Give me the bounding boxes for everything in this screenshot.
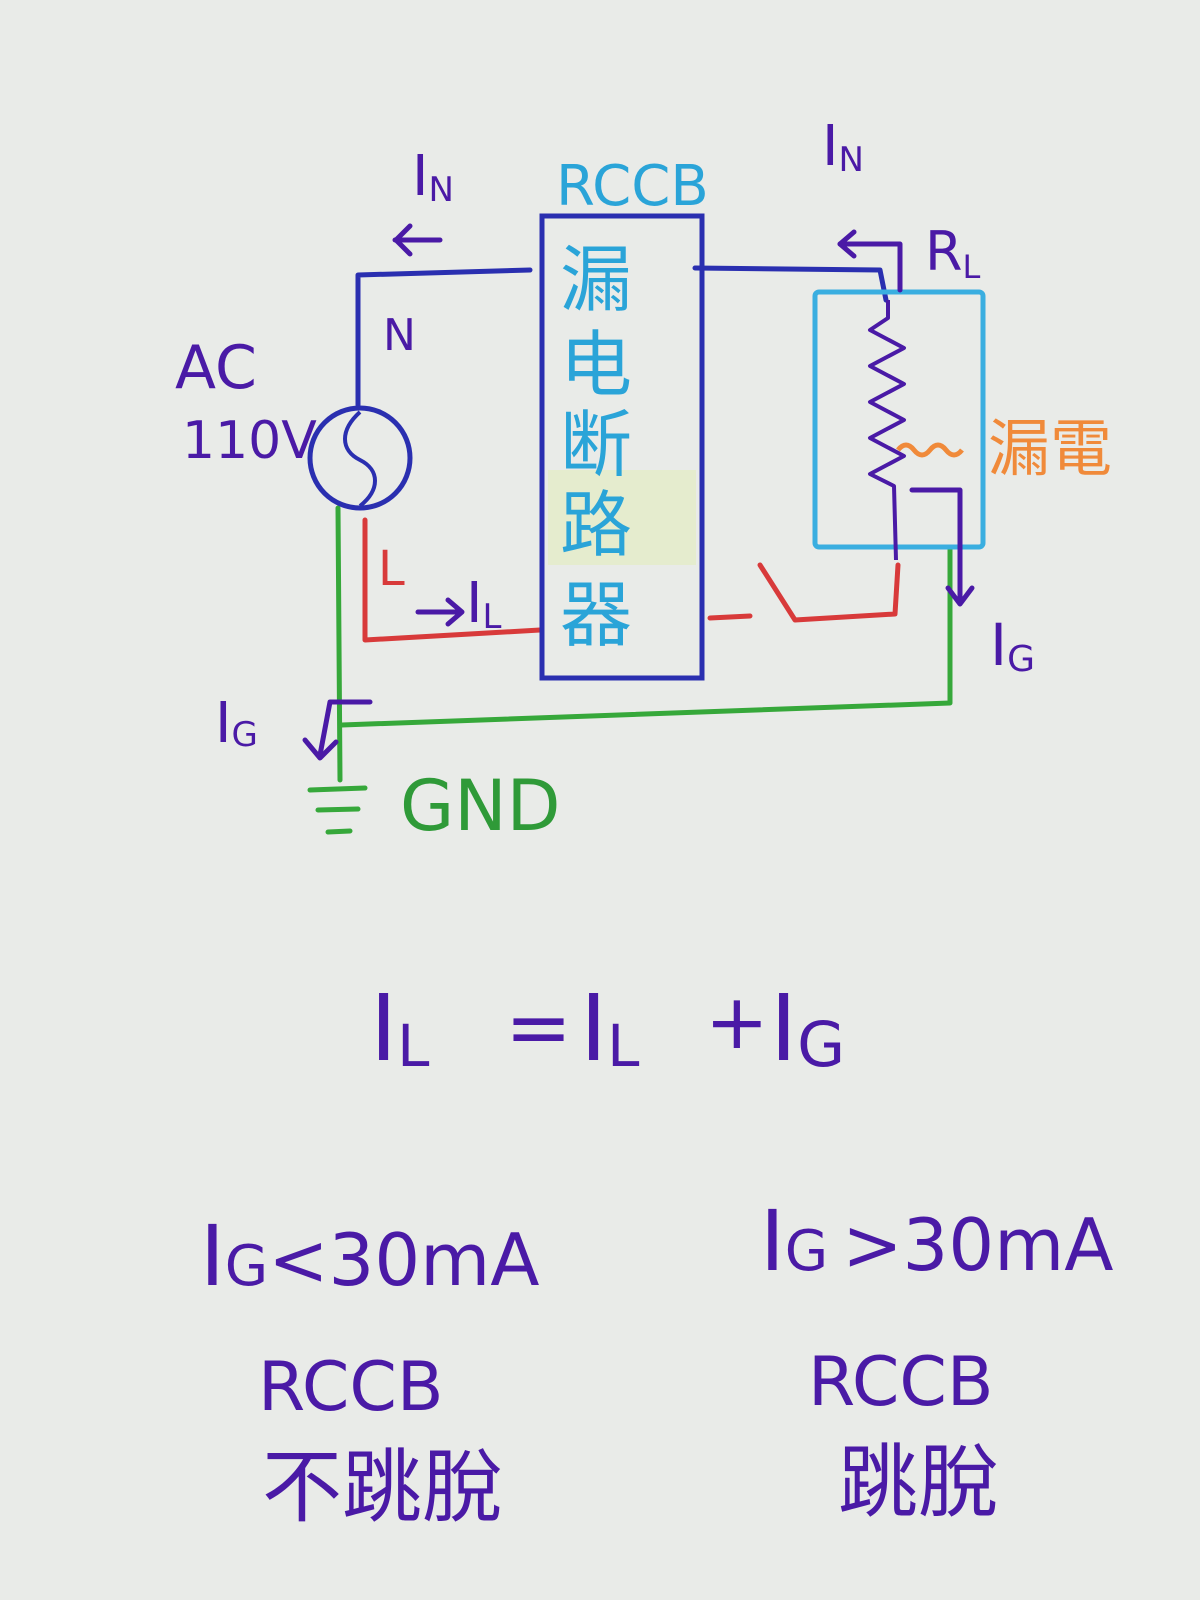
line-wire-load-side <box>707 613 753 621</box>
equation-rhs1-sub: L <box>607 1012 639 1080</box>
ground-symbol-line-1 <box>307 785 368 793</box>
equation-lhs-sub: L <box>397 1012 429 1080</box>
equation-rhs1: IL <box>580 975 639 1082</box>
condition-2-sub: G <box>785 1219 828 1284</box>
condition-1-sub: G <box>225 1234 268 1299</box>
equation-rhs1-main: I <box>580 975 607 1082</box>
neutral-wire-source-side <box>355 267 533 408</box>
equation-lhs-main: I <box>370 975 397 1082</box>
neutral-label: N <box>383 310 416 361</box>
il-arrow-head <box>445 597 465 627</box>
ac-source-symbol <box>307 405 413 511</box>
tape-patch <box>548 470 696 565</box>
condition-2-device: RCCB <box>808 1343 993 1422</box>
voltage-label: 110V <box>182 411 317 471</box>
rccb-char-4: 路 <box>560 483 632 567</box>
equation-rhs2-sub: G <box>797 1008 845 1081</box>
condition-1-compare: <30mA <box>268 1218 539 1302</box>
ig-arrow-ground <box>317 699 373 758</box>
rccb-char-1: 漏 <box>560 238 632 322</box>
current-il-main: I <box>466 571 483 636</box>
current-il: IL <box>466 571 502 637</box>
equation-plus: + <box>705 977 769 1066</box>
condition-2-inequality: IG>30mA <box>760 1192 1114 1290</box>
leak-label: 漏電 <box>988 412 1112 485</box>
current-in-left: IN <box>412 144 454 210</box>
condition-1-device: RCCB <box>258 1348 443 1427</box>
line-wire-source-side <box>362 517 543 643</box>
current-in-right-main: I <box>822 114 839 179</box>
current-il-sub: L <box>483 597 502 637</box>
current-ig-right: IG <box>990 611 1035 680</box>
gnd-label: GND <box>400 765 561 847</box>
load-switch <box>757 562 901 623</box>
equation-rhs2-main: I <box>770 975 797 1082</box>
rccb-chinese-label: 漏 电 断 路 器 <box>560 238 632 657</box>
load-label-sub: L <box>963 248 981 286</box>
condition-1-result: 不跳脫 <box>262 1441 502 1534</box>
equation-lhs: IL <box>370 975 429 1082</box>
rccb-box <box>539 213 705 681</box>
equation-equals: = <box>505 981 572 1074</box>
ig-arrow-ground-head <box>302 737 339 761</box>
current-equation: IL = IL + IG <box>370 975 845 1082</box>
rccb-char-5: 器 <box>560 573 632 657</box>
rccb-char-2: 电 <box>560 323 632 407</box>
current-ig-left-sub: G <box>232 715 258 755</box>
load-label-main: R <box>925 220 963 283</box>
condition-1-inequality: IG<30mA <box>200 1207 540 1305</box>
current-ig-right-sub: G <box>1007 639 1035 680</box>
rccb-title: RCCB <box>556 154 709 219</box>
neutral-wire-load-side <box>692 265 889 303</box>
current-in-right-sub: N <box>839 140 864 180</box>
ground-return-wire <box>339 545 953 728</box>
load-label: RL <box>925 220 981 286</box>
ig-arrow-head-right <box>945 585 975 607</box>
sine-wave-icon <box>343 410 377 508</box>
current-in-left-sub: N <box>429 170 454 210</box>
ground-symbol-line-3 <box>325 828 353 835</box>
ground-wire <box>335 505 343 783</box>
in-arrow-right-shaft <box>837 241 903 293</box>
condition-2-compare: >30mA <box>842 1203 1113 1287</box>
equation-rhs2: IG <box>770 975 845 1082</box>
leak-path <box>909 487 963 605</box>
condition-2-main: I <box>760 1192 785 1290</box>
current-ig-right-main: I <box>990 611 1007 679</box>
in-arrow-right-head <box>837 229 857 259</box>
condition-2-result: 跳脫 <box>838 1436 998 1529</box>
resistor-icon <box>868 300 906 561</box>
leak-squiggle-icon <box>896 442 964 458</box>
line-label: L <box>378 541 405 597</box>
condition-1-main: I <box>200 1207 225 1305</box>
current-ig-left-main: I <box>215 691 232 756</box>
ground-symbol-line-2 <box>315 806 361 813</box>
current-ig-left: IG <box>215 691 258 756</box>
condition-above-threshold: IG>30mA RCCB 跳脫 <box>760 1192 1114 1529</box>
condition-below-threshold: IG<30mA RCCB 不跳脫 <box>200 1207 540 1534</box>
current-in-right: IN <box>822 114 864 180</box>
current-in-left-main: I <box>412 144 429 209</box>
in-arrow-left-head <box>393 223 413 257</box>
rccb-char-3: 断 <box>560 403 632 487</box>
ac-label: AC <box>175 333 257 403</box>
